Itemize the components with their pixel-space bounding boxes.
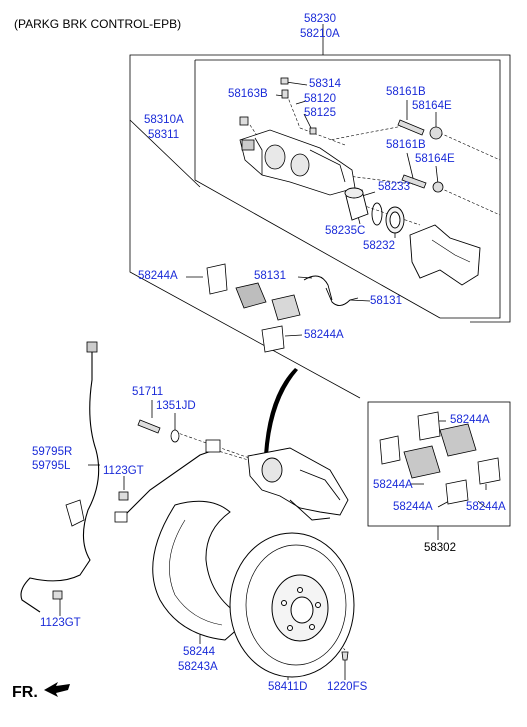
screw-58163B xyxy=(239,116,249,126)
spring-58131-b xyxy=(325,287,359,306)
diagram-title: (PARKG BRK CONTROL-EPB) xyxy=(14,17,182,31)
washer-1351JD xyxy=(170,429,180,443)
fitting-58314 xyxy=(280,77,289,85)
kit-clip-4 xyxy=(445,479,469,505)
bolt-1123GT-upper xyxy=(118,491,129,501)
seal-58233 xyxy=(371,202,383,226)
cap-58125 xyxy=(309,127,317,135)
part-label-59795L[interactable]: 59795L xyxy=(32,460,71,472)
connector-top xyxy=(86,341,98,353)
part-label-58233[interactable]: 58233 xyxy=(378,181,410,193)
part-label-51711[interactable]: 51711 xyxy=(132,386,164,398)
part-label-58411D[interactable]: 58411D xyxy=(268,681,308,693)
kit-pad-1 xyxy=(439,423,477,457)
caliper-assembly-frame xyxy=(129,54,511,323)
screw-1220FS xyxy=(341,651,349,661)
part-label-58125[interactable]: 58125 xyxy=(304,107,336,119)
part-label-1351JD[interactable]: 1351JD xyxy=(156,400,196,412)
part-label-58210A[interactable]: 58210A xyxy=(300,28,340,40)
part-label-58232[interactable]: 58232 xyxy=(363,240,395,252)
brake-disc xyxy=(229,532,355,678)
carrier-bracket xyxy=(409,224,481,286)
assembly-arrow xyxy=(264,368,298,455)
part-label-58131-right[interactable]: 58131 xyxy=(370,295,402,307)
pad-outer-upper xyxy=(271,294,301,321)
part-label-58311[interactable]: 58311 xyxy=(148,129,180,141)
sensor-bracket xyxy=(65,499,85,527)
part-label-58302[interactable]: 58302 xyxy=(424,542,456,554)
part-label-58131-left[interactable]: 58131 xyxy=(254,270,286,282)
part-label-58164E-upper[interactable]: 58164E xyxy=(412,100,452,112)
caliper-assembly-frame-lower xyxy=(129,120,361,399)
part-label-58314[interactable]: 58314 xyxy=(309,78,341,90)
kit-clip-3 xyxy=(477,457,501,485)
kit-clip-2 xyxy=(379,435,401,465)
guide-bolt-upper xyxy=(397,119,425,136)
part-label-58230[interactable]: 58230 xyxy=(304,13,336,25)
clip-set-upper xyxy=(206,263,228,295)
part-label-1123GT-upper[interactable]: 1123GT xyxy=(103,465,144,477)
guide-bolt-lower xyxy=(401,174,427,189)
sensor-cable xyxy=(20,348,100,613)
part-label-58161B-lower[interactable]: 58161B xyxy=(386,139,426,151)
part-label-58310A[interactable]: 58310A xyxy=(144,114,184,126)
part-label-58244A-kit-top[interactable]: 58244A xyxy=(450,414,490,426)
clip-set-lower xyxy=(261,325,285,353)
caliper-inner-frame xyxy=(195,59,501,319)
kit-clip-1 xyxy=(417,411,441,441)
part-label-58244A-kit-bottom[interactable]: 58244A xyxy=(393,501,433,513)
boot-upper xyxy=(429,126,443,140)
caliper-body-lower xyxy=(247,447,349,521)
part-label-59795R[interactable]: 59795R xyxy=(32,446,73,458)
part-label-1123GT-lower[interactable]: 1123GT xyxy=(40,617,81,629)
part-label-58244A-kit-left[interactable]: 58244A xyxy=(373,479,413,491)
kit-pad-2 xyxy=(403,445,441,479)
part-label-58164E-lower[interactable]: 58164E xyxy=(415,153,455,165)
sensor-clip xyxy=(114,511,128,523)
part-label-58244A-upper-right[interactable]: 58244A xyxy=(304,329,344,341)
front-direction-label: FR. xyxy=(12,684,38,701)
caliper-body-upper xyxy=(239,129,356,196)
part-label-58161B-upper[interactable]: 58161B xyxy=(386,86,426,98)
spring-58131-a xyxy=(303,275,333,301)
bleeder-58120 xyxy=(281,89,289,99)
part-label-58120[interactable]: 58120 xyxy=(304,93,336,105)
part-label-58244[interactable]: 58244 xyxy=(183,646,215,658)
part-label-1220FS[interactable]: 1220FS xyxy=(327,681,368,693)
part-label-58243A[interactable]: 58243A xyxy=(178,661,218,673)
bolt-1123GT-lower xyxy=(52,590,63,600)
pad-inner-upper xyxy=(235,282,267,309)
part-label-58244A-upper-left[interactable]: 58244A xyxy=(138,270,178,282)
part-label-58163B[interactable]: 58163B xyxy=(228,88,268,100)
caliper-inner-frame-left xyxy=(194,60,441,319)
pad-kit-frame xyxy=(367,401,511,527)
part-label-58244A-kit-right[interactable]: 58244A xyxy=(466,501,506,513)
cable-connector xyxy=(205,439,221,453)
part-label-58235C[interactable]: 58235C xyxy=(325,225,366,237)
front-direction-arrow xyxy=(44,682,70,697)
boot-lower xyxy=(432,181,444,193)
bolt-51711 xyxy=(137,419,161,434)
